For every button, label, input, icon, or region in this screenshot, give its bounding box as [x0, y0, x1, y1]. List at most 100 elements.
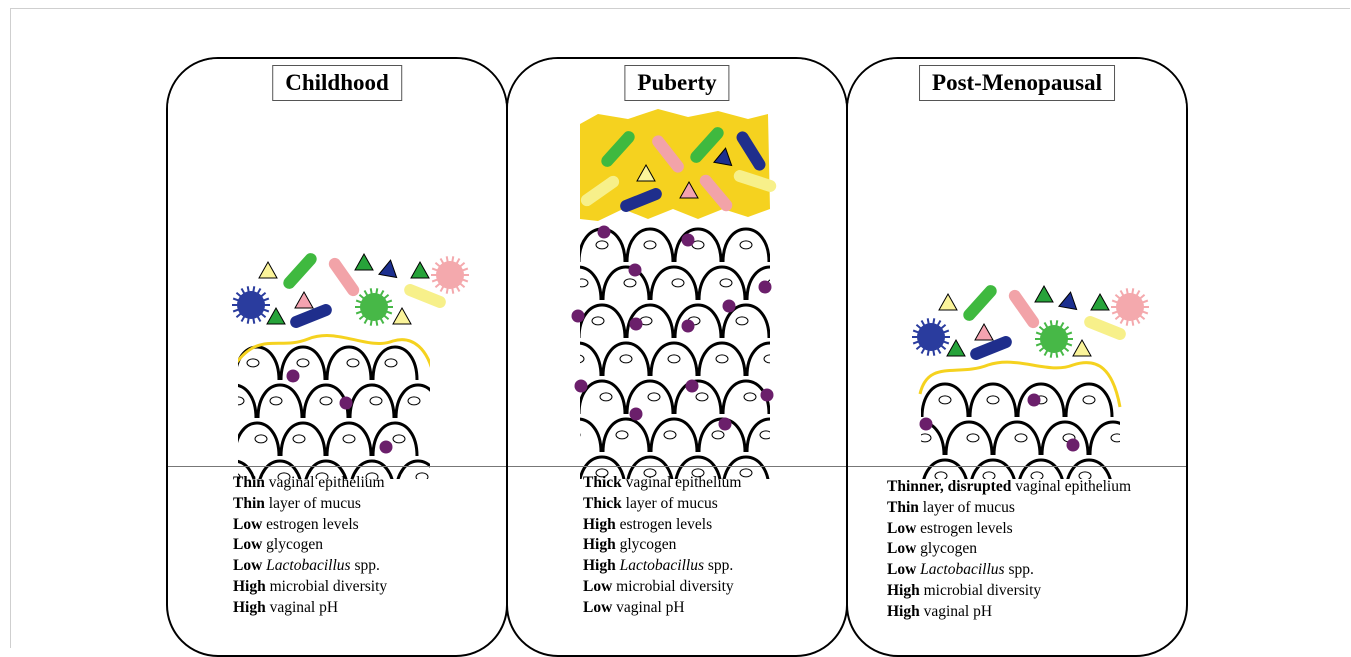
fact-line: Thin layer of mucus	[233, 494, 387, 515]
coccus-body	[237, 291, 265, 319]
purple-dot	[920, 418, 933, 431]
rod-bacterium	[1006, 288, 1041, 331]
triangle-bacterium	[1059, 291, 1080, 310]
mask-left	[168, 59, 238, 479]
divider	[168, 466, 506, 467]
cell-nucleus	[270, 397, 282, 405]
coccus-body	[436, 261, 464, 289]
cell-nucleus	[385, 359, 397, 367]
purple-dot	[719, 418, 732, 431]
cell-nucleus	[370, 397, 382, 405]
coccus-body	[917, 323, 945, 351]
purple-dot	[380, 441, 393, 454]
cell-nucleus	[343, 435, 355, 443]
fact-line: High glycogen	[583, 535, 741, 556]
facts-list: Thick vaginal epithelium Thick layer of …	[583, 473, 741, 619]
triangle-bacterium	[1035, 286, 1053, 302]
triangle-bacterium	[379, 259, 400, 278]
purple-dot	[686, 380, 699, 393]
purple-dot	[287, 370, 300, 383]
cell-nucleus	[620, 355, 632, 363]
cell-nucleus	[740, 241, 752, 249]
rod-bacterium	[281, 251, 319, 292]
spiky-coccus	[355, 288, 393, 325]
fact-line: Low vaginal pH	[583, 598, 741, 619]
cell-nucleus	[1083, 396, 1095, 404]
cell-nucleus	[393, 435, 405, 443]
coccus-body	[1116, 293, 1144, 321]
triangle-bacterium	[975, 324, 993, 340]
spiky-coccus	[1035, 320, 1073, 357]
cell-nucleus	[297, 359, 309, 367]
cell-nucleus	[736, 317, 748, 325]
fact-line: Low microbial diversity	[583, 577, 741, 598]
fact-line: Low Lactobacillus spp.	[887, 560, 1131, 581]
cell-nucleus	[696, 393, 708, 401]
coccus-body	[1040, 325, 1068, 353]
cell-nucleus	[664, 431, 676, 439]
cell-nucleus	[293, 435, 305, 443]
panel-title: Childhood	[272, 65, 402, 101]
triangle-bacterium	[267, 308, 285, 324]
triangle-bacterium	[1091, 294, 1109, 310]
purple-dot	[572, 310, 585, 323]
triangle-bacterium	[1073, 340, 1091, 356]
epithelium-cells	[212, 347, 440, 479]
cell-nucleus	[668, 355, 680, 363]
fact-line: High vaginal pH	[887, 602, 1131, 623]
triangle-bacterium	[295, 292, 313, 308]
divider	[508, 466, 846, 467]
cell-nucleus	[712, 431, 724, 439]
puberty-tissue-illustration	[508, 59, 848, 479]
facts-list: Thin vaginal epithelium Thin layer of mu…	[233, 473, 387, 619]
panel-childhood: Childhood Thin vaginal epithelium Thin l…	[166, 57, 508, 657]
fact-line: Low estrogen levels	[233, 515, 387, 536]
fact-line: High Lactobacillus spp.	[583, 556, 741, 577]
cell-nucleus	[1015, 434, 1027, 442]
triangle-bacterium	[393, 308, 411, 324]
fact-line: High microbial diversity	[233, 577, 387, 598]
panel-post-menopausal: Post-Menopausal Thinner, disrupted vagin…	[846, 57, 1188, 657]
mask-right	[1120, 59, 1188, 479]
triangle-bacterium	[259, 262, 277, 278]
triangle-bacterium	[939, 294, 957, 310]
triangle-bacterium	[947, 340, 965, 356]
purple-dot	[1028, 394, 1041, 407]
rod-bacterium	[326, 256, 361, 299]
purple-dot	[629, 264, 642, 277]
panel-title: Post-Menopausal	[919, 65, 1115, 101]
purple-dot	[1067, 439, 1080, 452]
fact-line: Low glycogen	[233, 535, 387, 556]
fact-line: Low estrogen levels	[887, 519, 1131, 540]
cell-nucleus	[600, 393, 612, 401]
cell-nucleus	[616, 431, 628, 439]
purple-dot	[761, 389, 774, 402]
panel-puberty: Puberty Thick vaginal epithelium Thick l…	[506, 57, 848, 657]
rod-bacterium	[961, 283, 999, 324]
cell-nucleus	[987, 396, 999, 404]
purple-dot	[682, 320, 695, 333]
fact-line: Thick vaginal epithelium	[583, 473, 741, 494]
purple-dot	[630, 318, 643, 331]
cell-nucleus	[592, 317, 604, 325]
epithelium-cells	[555, 229, 793, 479]
fact-line: Thin layer of mucus	[887, 498, 1131, 519]
fact-line: Thinner, disrupted vaginal epithelium	[887, 477, 1131, 498]
fact-line: High estrogen levels	[583, 515, 741, 536]
purple-dot	[575, 380, 588, 393]
fact-line: High microbial diversity	[887, 581, 1131, 602]
mask-left	[848, 59, 921, 479]
triangle-bacterium	[411, 262, 429, 278]
cell-nucleus	[644, 241, 656, 249]
cell-nucleus	[648, 393, 660, 401]
divider	[848, 466, 1186, 467]
triangle-bacterium	[355, 254, 373, 270]
panel-title: Puberty	[624, 65, 729, 101]
cell-nucleus	[408, 397, 420, 405]
cell-nucleus	[347, 359, 359, 367]
cell-nucleus	[740, 469, 752, 477]
facts-list: Thinner, disrupted vaginal epithelium Th…	[887, 477, 1131, 623]
cell-nucleus	[939, 396, 951, 404]
cell-nucleus	[967, 434, 979, 442]
cell-nucleus	[320, 397, 332, 405]
